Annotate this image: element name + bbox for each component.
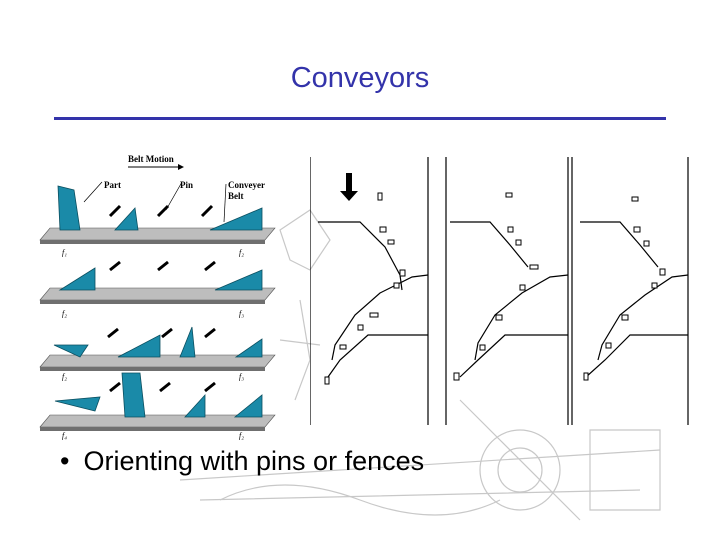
row-2-right-label: f₃	[239, 309, 244, 318]
part-label: Part	[104, 180, 121, 190]
belt-row-4	[40, 373, 275, 431]
slide-title: Conveyors	[0, 62, 720, 95]
belt-row-2	[40, 262, 275, 304]
row-3-left-label: f₂	[62, 372, 67, 381]
row-4-left-label: f₄	[62, 431, 67, 440]
row-2-left-label: f₂	[62, 309, 67, 318]
row-3-right-label: f₃	[239, 372, 244, 381]
row-4-right-label: f₂	[239, 431, 244, 440]
bullet-text: Orienting with pins or fences	[83, 446, 424, 477]
title-divider	[54, 117, 666, 120]
row-1-right-label: f₂	[239, 248, 244, 257]
bullet-marker: •	[60, 446, 69, 477]
row-1-left-label: f₁	[62, 248, 67, 257]
bullet-item: • Orienting with pins or fences	[60, 446, 424, 477]
drop-arrow	[340, 173, 358, 201]
conveyor-label-1: Conveyer	[228, 180, 265, 190]
conveyor-label-2: Belt	[228, 191, 244, 201]
pin-orientation-figure: Belt Motion Part Pin Conveyer Belt f₁ f₂…	[36, 150, 276, 440]
fence-orientation-figure	[310, 155, 690, 430]
pin-label: Pin	[180, 180, 193, 190]
belt-motion-label: Belt Motion	[128, 154, 174, 164]
belt-row-3	[40, 327, 275, 371]
